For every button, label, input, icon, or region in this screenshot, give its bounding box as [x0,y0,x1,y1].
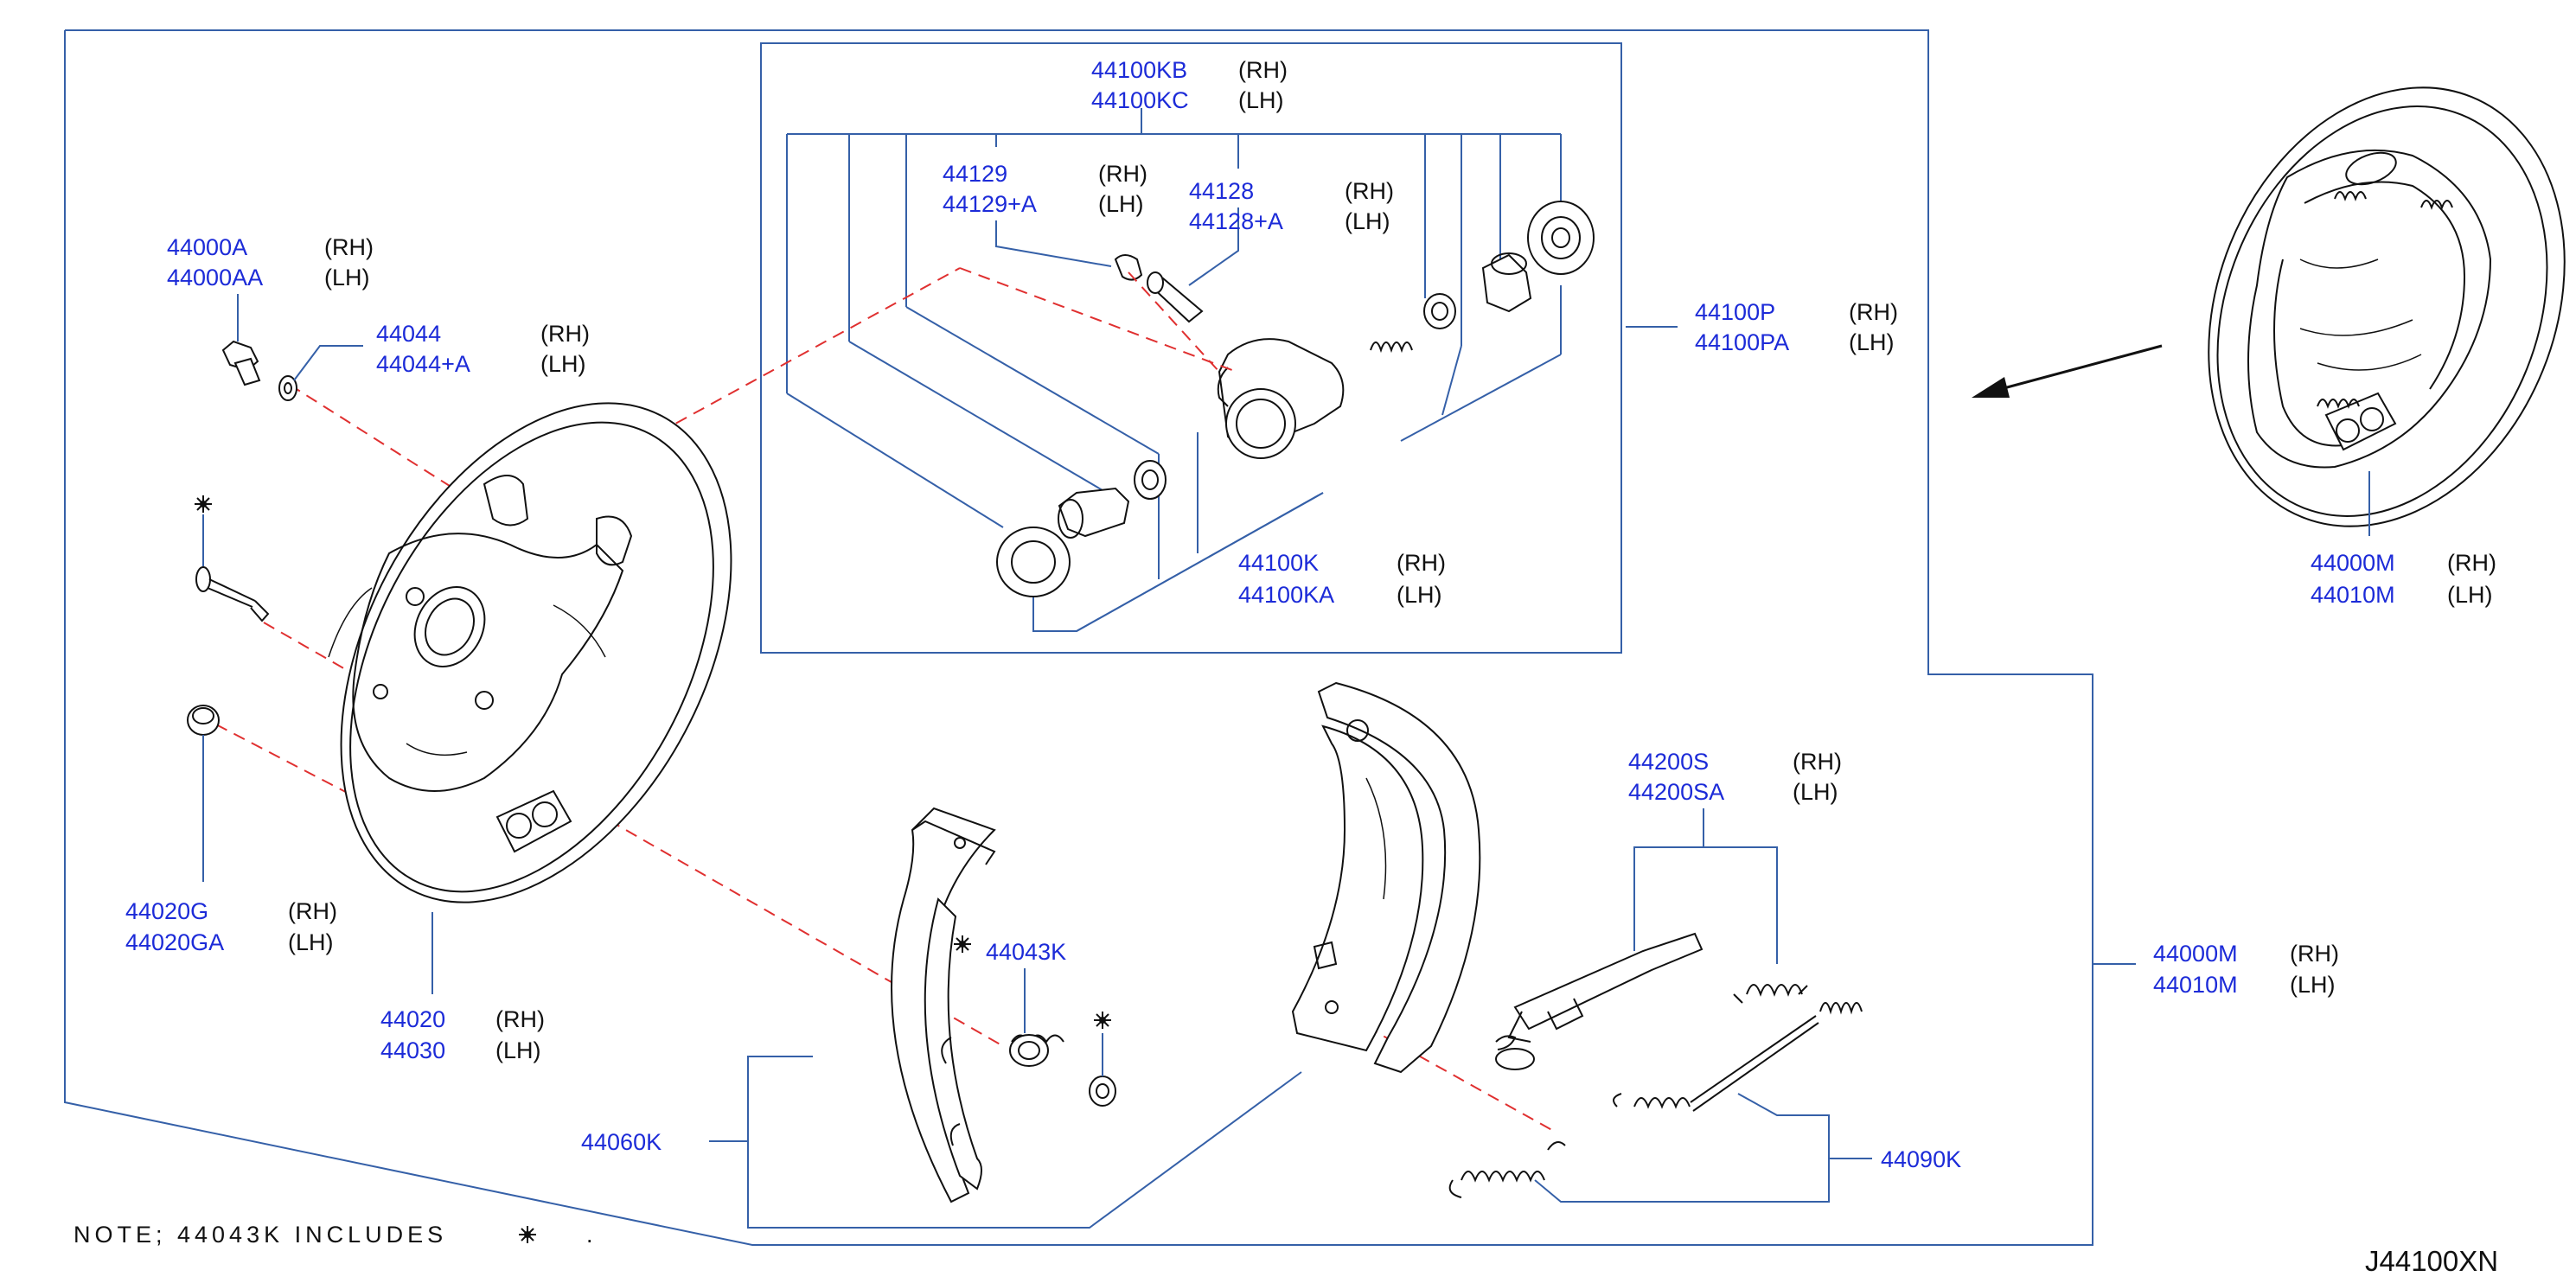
label-44030: 44030 [380,1037,445,1063]
svg-text:(RH): (RH) [1345,178,1394,204]
anchor-pin [195,566,270,622]
svg-text:(LH): (LH) [1345,208,1390,234]
label-44129: 44129 [943,161,1007,187]
adjuster-44200s [1495,932,1703,1070]
label-44100kb: 44100KB [1091,57,1187,83]
label-44000m-top: 44000M [2311,550,2395,576]
grommet-44020g [187,705,220,736]
svg-text:(RH): (RH) [288,898,337,924]
asterisk-icon [1093,1011,1112,1030]
label-44128a: 44128+A [1189,208,1283,234]
leader-44200s [1633,808,1704,951]
svg-text:(LH): (LH) [495,1037,541,1063]
label-44010m-top: 44010M [2311,582,2395,608]
label-44060k: 44060K [581,1129,662,1155]
svg-text:(LH): (LH) [288,929,334,955]
svg-text:(RH): (RH) [2290,941,2339,967]
label-44020ga: 44020GA [125,929,224,955]
kit-bracket-leaders [786,108,1562,528]
svg-text:(RH): (RH) [1098,161,1147,187]
asterisk-icon [953,935,972,954]
svg-text:(LH): (LH) [1849,329,1895,355]
svg-text:(LH): (LH) [324,265,370,290]
backing-plate [328,402,732,903]
svg-text:(LH): (LH) [1238,87,1284,113]
wheel-cylinder-box [760,42,1622,654]
svg-text:(LH): (LH) [2447,582,2493,608]
labels: 44100KB (RH) 44100KC (LH) 44129 (RH) 441… [125,57,2496,1172]
return-springs [1448,984,1863,1198]
label-44010m-right: 44010M [2153,972,2238,998]
label-44090k: 44090K [1881,1146,1961,1172]
label-44044a: 44044+A [376,351,470,377]
retainer-washer [1089,1076,1116,1107]
asterisk-icon [518,1225,537,1244]
label-44100pa: 44100PA [1695,329,1789,355]
label-44200sa: 44200SA [1628,779,1724,805]
svg-text:(LH): (LH) [1098,191,1144,217]
leader-44090k [1737,1093,1830,1159]
label-44044: 44044 [376,321,441,347]
label-44000m-right: 44000M [2153,941,2238,967]
label-44000a: 44000A [167,234,247,260]
label-44000aa: 44000AA [167,265,263,290]
svg-text:(RH): (RH) [1238,57,1288,83]
label-44100k: 44100K [1238,550,1319,576]
svg-text:(RH): (RH) [1397,550,1446,576]
note-text: NOTE; 44043K INCLUDES [74,1222,447,1248]
label-44043k: 44043K [986,939,1066,965]
svg-text:(LH): (LH) [1397,582,1442,608]
bolt-44000a [221,340,261,386]
svg-text:(RH): (RH) [1849,299,1898,325]
arrow-icon [1972,344,2163,398]
svg-text:(RH): (RH) [495,1006,545,1032]
leader-44044 [293,345,363,381]
label-44128: 44128 [1189,178,1254,204]
svg-text:(LH): (LH) [540,351,586,377]
label-44100ka: 44100KA [1238,582,1334,608]
label-44100kc: 44100KC [1091,87,1189,113]
label-44100p: 44100P [1695,299,1775,325]
label-44200s: 44200S [1628,749,1709,775]
svg-text:(RH): (RH) [324,234,374,260]
asterisk-icon [194,495,213,514]
note-dot: . [586,1222,598,1248]
label-44020: 44020 [380,1006,445,1032]
svg-text:(LH): (LH) [2290,972,2336,998]
drawing-code: J44100XN [2365,1245,2498,1277]
svg-text:(LH): (LH) [1793,779,1838,805]
hold-down-spring-44043k [1009,1034,1064,1067]
svg-text:(RH): (RH) [540,321,590,347]
leader-44129 [995,220,1112,267]
leader-44128 [1188,207,1239,286]
svg-text:(RH): (RH) [2447,550,2496,576]
assembly-frame [64,29,2093,1246]
assembled-brake [2208,86,2566,527]
washer-44044 [278,375,297,401]
wheel-cylinder-parts [996,201,1595,597]
label-44020g: 44020G [125,898,208,924]
leader-44060k [709,1056,813,1142]
svg-text:(RH): (RH) [1793,749,1842,775]
brake-shoe-right [1291,681,1481,1074]
label-44129a: 44129+A [943,191,1037,217]
brake-shoe-left [891,807,996,1203]
